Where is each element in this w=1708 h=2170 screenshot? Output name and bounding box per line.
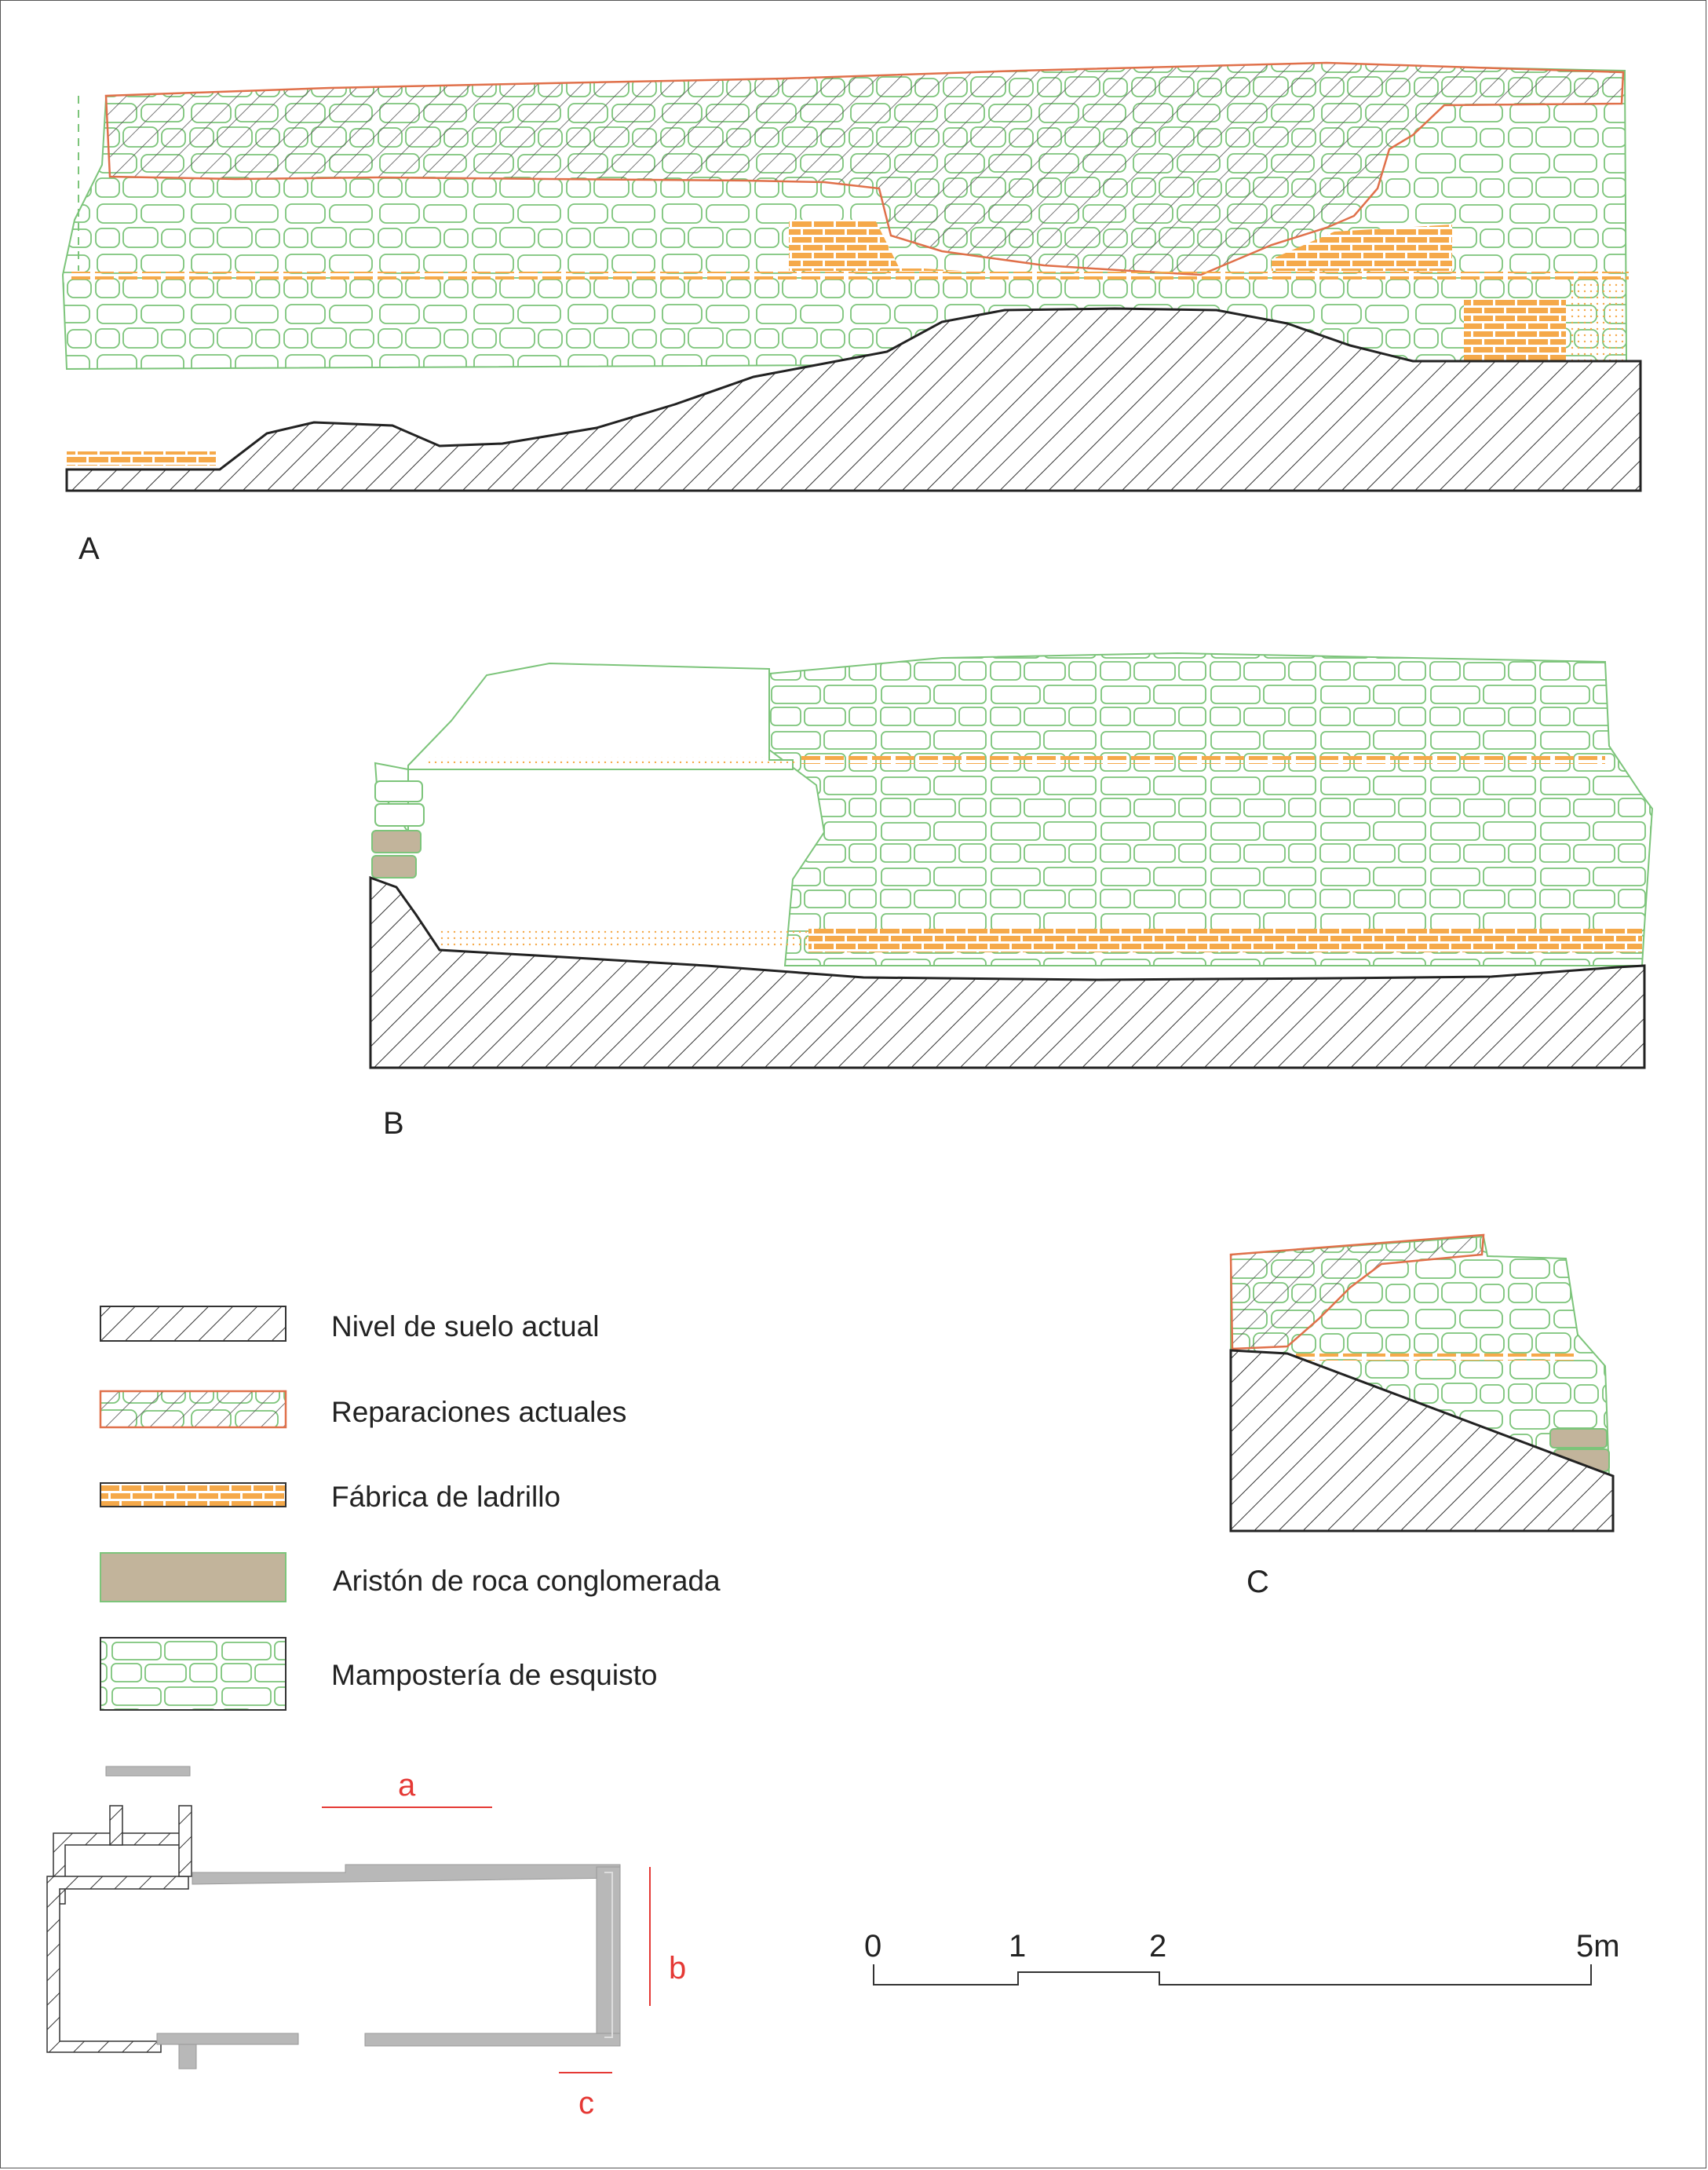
section-c-ariston-1 <box>1549 1428 1608 1448</box>
section-b-label: B <box>383 1106 404 1141</box>
legend-item-ariston: Aristón de roca conglomerada <box>100 1552 721 1602</box>
section-a-brick-patch-3 <box>1464 298 1566 363</box>
legend-swatch-masonry <box>100 1637 286 1711</box>
section-c-elevation: C <box>1229 1233 1615 1599</box>
legend: Nivel de suelo actual Reparaciones actua… <box>99 1306 721 1711</box>
plan-wall-south <box>364 2033 621 2047</box>
section-a-elevation: A <box>61 61 1642 566</box>
section-a-brick-dotted <box>1570 271 1626 361</box>
legend-item-masonry: Mampostería de esquisto <box>100 1637 657 1711</box>
section-a-brick-course <box>67 272 1629 279</box>
section-a-brick-patch-1 <box>789 220 962 271</box>
plan-label-b: b <box>669 1951 686 1986</box>
legend-item-repairs: Reparaciones actuales <box>99 1390 626 1429</box>
plan-label-a: a <box>398 1768 416 1803</box>
section-c-repairs <box>1229 1233 1485 1350</box>
legend-item-ground: Nivel de suelo actual <box>100 1306 599 1343</box>
legend-swatch-ariston <box>100 1552 286 1602</box>
section-c-label: C <box>1246 1565 1269 1599</box>
scale-bar-line <box>873 1964 1592 1986</box>
section-b-ariston-1 <box>371 830 422 853</box>
key-plan: a b c <box>46 1766 686 2121</box>
legend-swatch-brick <box>100 1482 286 1507</box>
legend-label-ground: Nivel de suelo actual <box>331 1310 599 1343</box>
section-b-lost-area <box>407 662 794 770</box>
plan-ruined-wall <box>46 1876 189 2053</box>
legend-swatch-ground <box>100 1306 286 1342</box>
section-a-brick-bottom <box>67 451 216 466</box>
section-b-elevation: B <box>369 652 1654 1141</box>
legend-swatch-repairs <box>99 1390 287 1429</box>
scale-tick-5m: 5m <box>1576 1929 1620 1964</box>
section-a-label: A <box>78 532 100 566</box>
section-b-brick-course-upper <box>797 756 1605 764</box>
plan-wall-north <box>192 1864 621 1885</box>
section-b-masonry <box>768 652 1654 966</box>
legend-label-ariston: Aristón de roca conglomerada <box>333 1565 721 1597</box>
section-c-ground <box>1229 1349 1615 1533</box>
section-b-ariston-2 <box>371 855 417 879</box>
scale-tick-0: 0 <box>864 1929 881 1964</box>
section-b-ground <box>369 875 1646 1069</box>
section-c-brick-course <box>1295 1354 1574 1361</box>
section-a-brick-patch-2 <box>1272 225 1452 271</box>
scale-tick-2: 2 <box>1149 1929 1166 1964</box>
section-a-ground <box>65 307 1642 492</box>
legend-label-brick: Fábrica de ladrillo <box>331 1481 560 1513</box>
plan-wall-east <box>596 1866 621 2034</box>
legend-item-brick: Fábrica de ladrillo <box>100 1481 560 1513</box>
plan-label-c: c <box>578 2086 594 2121</box>
section-a-repairs <box>104 61 1625 276</box>
legend-label-masonry: Mampostería de esquisto <box>331 1659 657 1691</box>
section-b-brick-course-lower <box>808 929 1642 952</box>
scale-tick-1: 1 <box>1009 1929 1026 1964</box>
legend-label-repairs: Reparaciones actuales <box>331 1396 626 1428</box>
scale-bar: 0 1 2 5m <box>864 1929 1620 1986</box>
